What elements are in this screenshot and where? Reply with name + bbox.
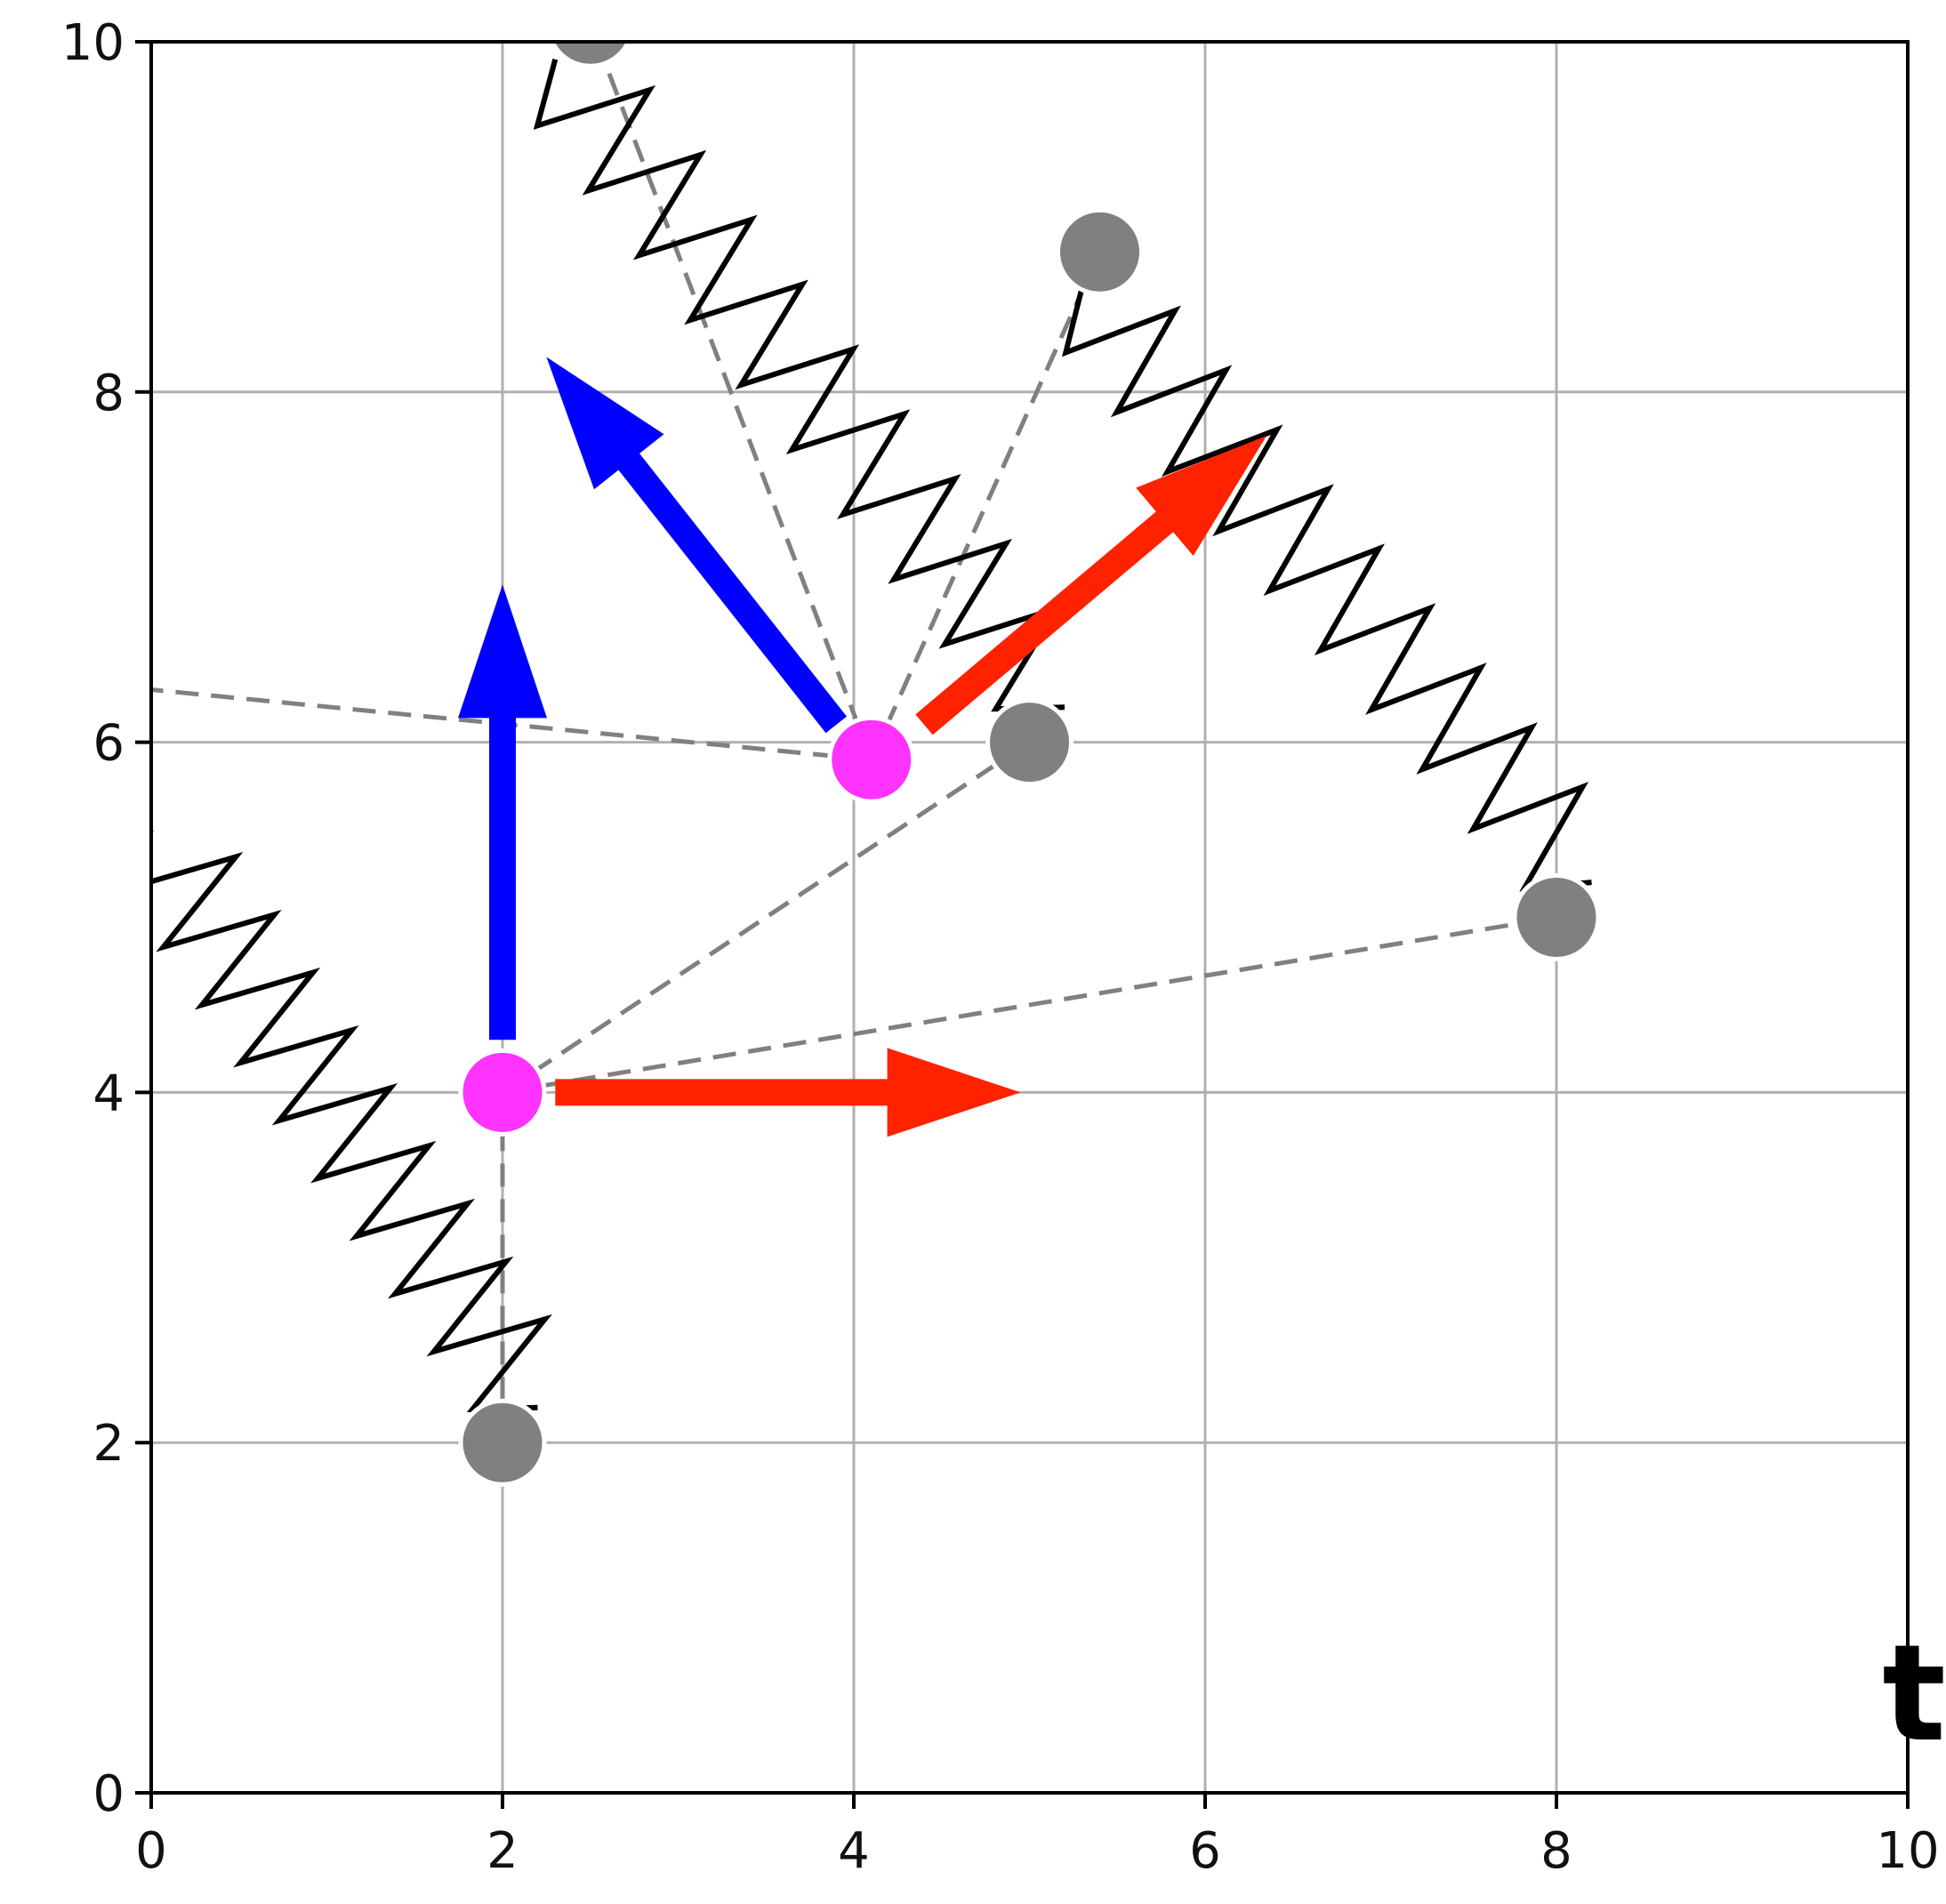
force-arrows xyxy=(458,357,1267,1137)
y-tick-label: 0 xyxy=(92,1765,125,1823)
anchor-point xyxy=(1056,207,1144,296)
corner-label: t xyxy=(1882,1617,1946,1771)
force-arrow xyxy=(915,436,1267,735)
agent-point xyxy=(827,715,916,804)
x-tick-label: 2 xyxy=(486,1822,519,1880)
x-tick-label: 8 xyxy=(1540,1822,1572,1880)
dashed-link xyxy=(502,915,1557,1095)
springs xyxy=(151,58,1592,1412)
y-tick-label: 10 xyxy=(61,14,125,72)
y-tick-label: 4 xyxy=(92,1064,125,1122)
anchor-point xyxy=(550,42,631,68)
anchor-point xyxy=(458,1398,547,1487)
x-tick-label: 4 xyxy=(838,1822,870,1880)
anchor-point xyxy=(985,698,1074,787)
x-tick-label: 0 xyxy=(135,1822,167,1880)
force-arrow xyxy=(458,584,547,1040)
grid-lines xyxy=(149,40,1910,1795)
spring xyxy=(533,58,1065,712)
spring xyxy=(1061,285,1592,892)
dashed-links xyxy=(151,42,1557,1443)
anchor-point xyxy=(1512,873,1601,961)
points xyxy=(458,42,1601,1487)
force-arrow xyxy=(546,357,847,734)
x-tick-label: 6 xyxy=(1189,1822,1221,1880)
dashed-link xyxy=(869,251,1102,761)
y-tick-label: 6 xyxy=(92,715,125,773)
agent-point xyxy=(458,1048,547,1137)
dashed-link xyxy=(594,42,874,761)
axis-ticks: 0 2 4 6 8 10 0 2 4 6 8 10 xyxy=(61,14,1940,1880)
dashed-link xyxy=(501,740,1031,1095)
plot-frame xyxy=(149,40,1910,1795)
x-tick-label: 10 xyxy=(1876,1822,1939,1880)
force-arrow xyxy=(555,1048,1021,1137)
y-tick-label: 2 xyxy=(92,1415,125,1473)
y-tick-label: 8 xyxy=(92,365,125,422)
spring xyxy=(151,830,552,1412)
axes-frame xyxy=(149,40,1910,1795)
